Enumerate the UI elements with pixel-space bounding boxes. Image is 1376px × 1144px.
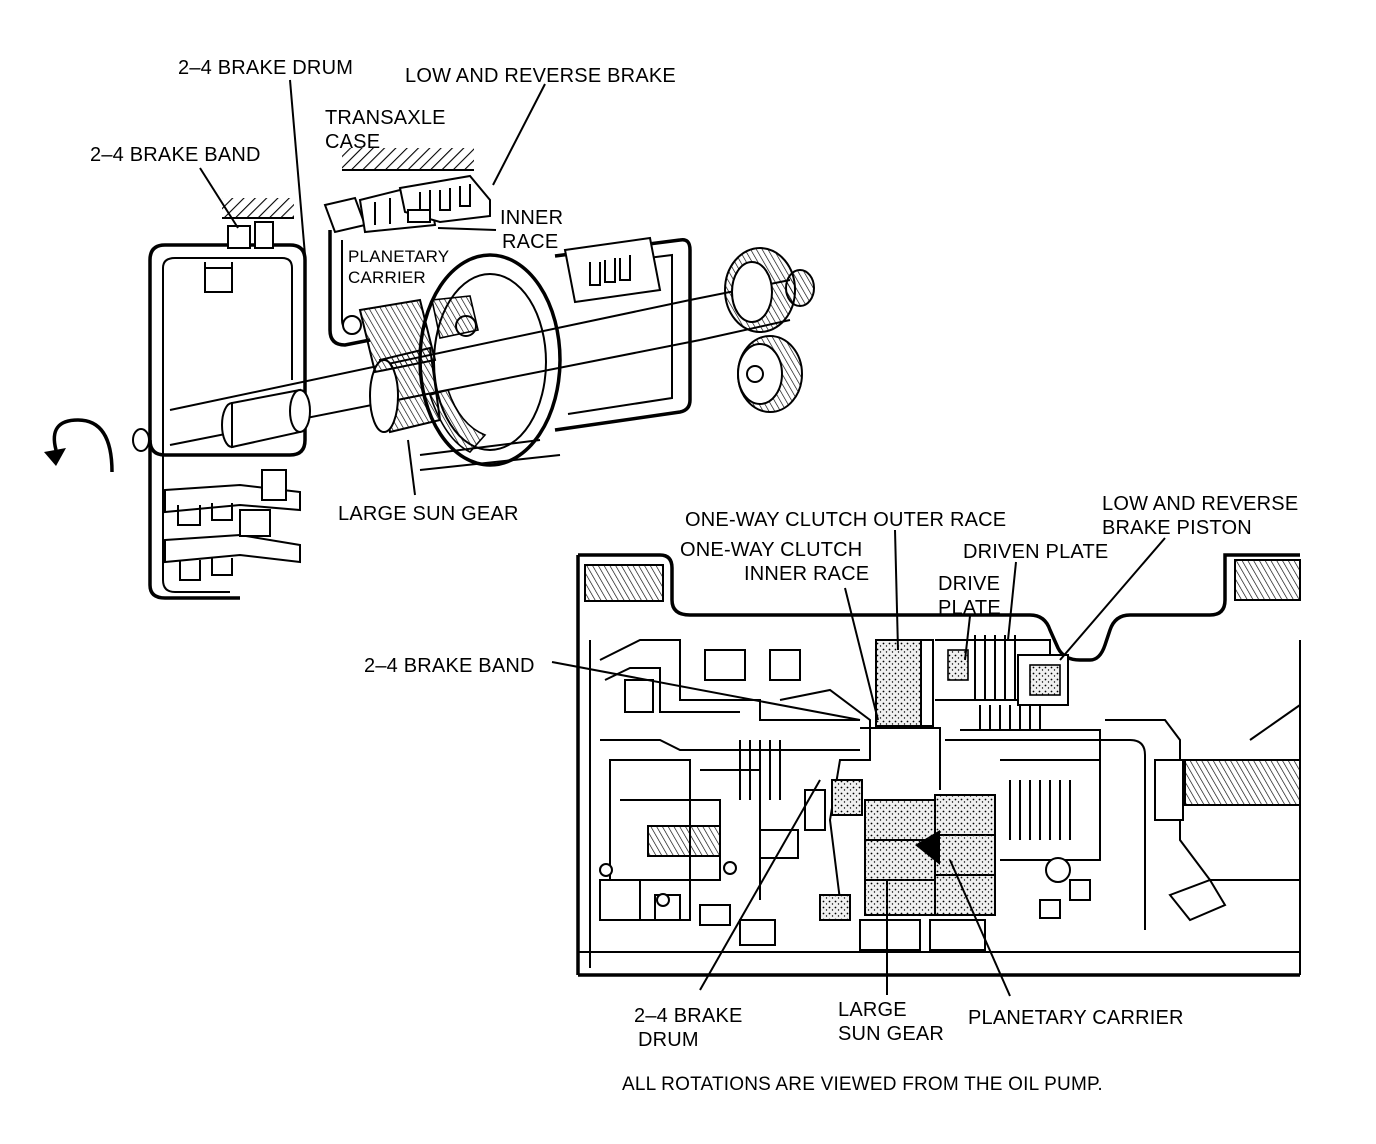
low-reverse-brake-stack	[935, 635, 1301, 930]
label-driven-plate: DRIVEN PLATE	[963, 541, 1108, 563]
section-leader-lines	[551, 529, 1166, 997]
main-shaft	[169, 279, 791, 449]
label-lr-piston-2: BRAKE PISTON	[1102, 517, 1252, 539]
lower-band-shoes	[164, 469, 301, 581]
label-inner-race-1: INNER	[500, 207, 563, 229]
label-brake-band-top: 2–4 BRAKE BAND	[90, 144, 261, 166]
label-inner-race-2: RACE	[502, 231, 558, 253]
label-transaxle-case-1: TRANSAXLE	[325, 107, 446, 129]
label-large-sun-gear-2: SUN GEAR	[838, 1023, 944, 1045]
label-brake-band-section: 2–4 BRAKE BAND	[364, 655, 535, 677]
output-housing	[554, 236, 692, 432]
label-drive-plate-2: PLATE	[938, 597, 1001, 619]
rotation-arrow-icon	[44, 418, 150, 473]
footnote: ALL ROTATIONS ARE VIEWED FROM THE OIL PU…	[622, 1074, 1103, 1095]
low-reverse-brake-pack	[323, 174, 491, 234]
label-low-reverse-brake: LOW AND REVERSE BRAKE	[405, 65, 676, 87]
label-lr-piston-1: LOW AND REVERSE	[1102, 493, 1298, 515]
section-view	[576, 553, 1301, 977]
output-gears	[724, 247, 815, 413]
label-brake-drum: 2–4 BRAKE DRUM	[178, 57, 353, 79]
top-labels: 2–4 BRAKE DRUM LOW AND REVERSE BRAKE TRA…	[90, 57, 676, 525]
label-planetary-carrier-section: PLANETARY CARRIER	[968, 1007, 1184, 1029]
forward-clutch-body	[599, 639, 871, 946]
label-planetary-carrier-1: PLANETARY	[348, 247, 449, 266]
label-planetary-carrier-2: CARRIER	[348, 268, 426, 287]
return-springs	[584, 559, 1301, 857]
label-large-sun-gear-top: LARGE SUN GEAR	[338, 503, 519, 525]
case-hatch-left	[222, 198, 294, 218]
top-leader-lines	[199, 79, 546, 496]
section-labels: ONE-WAY CLUTCH OUTER RACE LOW AND REVERS…	[364, 493, 1298, 1095]
ring-gear-drum	[418, 253, 562, 471]
label-drive-plate-1: DRIVE	[938, 573, 1000, 595]
label-ow-inner-race-2: INNER RACE	[744, 563, 869, 585]
label-large-sun-gear-1: LARGE	[838, 999, 907, 1021]
label-brake-drum-section-2: DRUM	[638, 1029, 699, 1051]
label-ow-outer-race: ONE-WAY CLUTCH OUTER RACE	[685, 509, 1006, 531]
case-hatch-right	[342, 148, 474, 170]
brake-drum-frame	[148, 243, 307, 457]
perspective-view	[44, 148, 815, 600]
planetary-center	[819, 639, 996, 951]
planetary-carrier-arm	[328, 230, 371, 347]
brake-band-top	[204, 262, 233, 293]
large-sun-gear-part	[358, 298, 442, 434]
label-ow-inner-race-1: ONE-WAY CLUTCH	[680, 539, 862, 561]
label-brake-drum-section-1: 2–4 BRAKE	[634, 1005, 743, 1027]
label-transaxle-case-2: CASE	[325, 131, 380, 153]
